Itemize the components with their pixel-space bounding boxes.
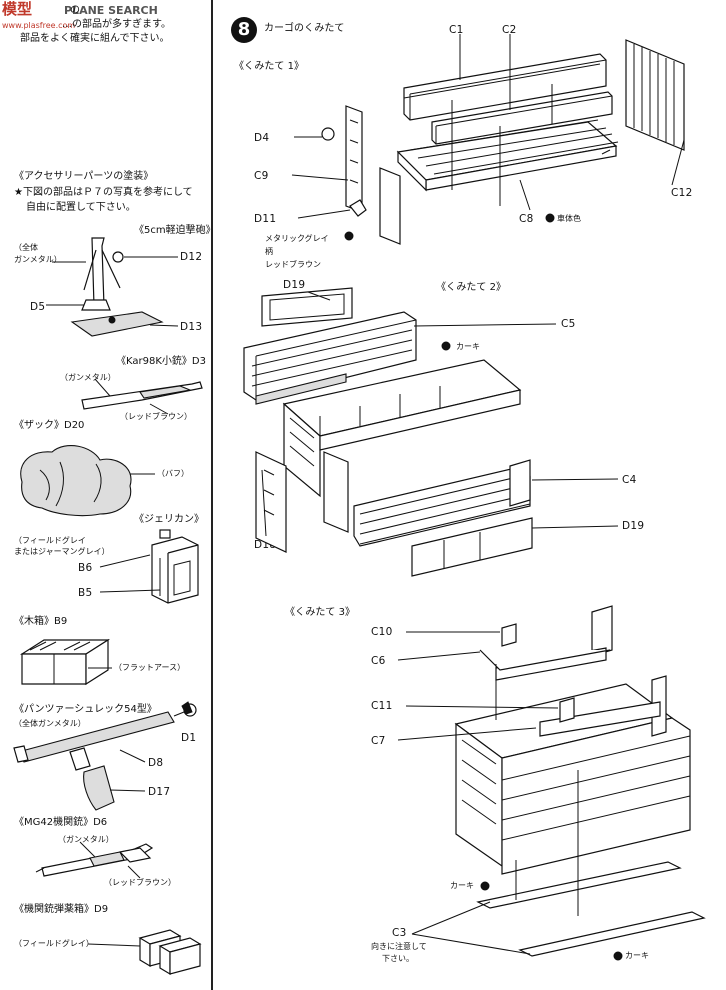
- panzerschreck-illustration: [13, 701, 197, 811]
- label-C8-color: 車体色: [557, 214, 581, 223]
- mg42-title: 《MG42機関銃》D6: [14, 817, 108, 828]
- label-C6: C6: [371, 655, 386, 667]
- paint-handle: 柄: [265, 247, 273, 256]
- mg42-color-1: （ガンメタル）: [58, 835, 114, 844]
- watermark-brand-en: PLANE SEARCH: [64, 4, 158, 17]
- crate-illustration: [19, 638, 112, 686]
- part-D13: D13: [180, 321, 203, 333]
- part-D5: D5: [30, 301, 46, 313]
- label-D19-top: D19: [283, 279, 306, 291]
- jerrycan-illustration: [99, 529, 199, 604]
- mortar-title: 《5cm軽迫撃砲》: [134, 225, 216, 236]
- part-D12: D12: [180, 251, 203, 263]
- sub1-title: 《くみたて 1》: [234, 61, 304, 72]
- part-D8: D8: [148, 757, 164, 769]
- panzer-color: （全体ガンメタル）: [14, 719, 86, 728]
- sub1-illustration: [291, 34, 685, 245]
- part-D17: D17: [148, 786, 171, 798]
- paint-metallic-grey: メタリックグレイ: [265, 234, 329, 243]
- label-D11: D11: [254, 213, 277, 225]
- intro-line-2: …の部品が多すぎます。: [62, 19, 171, 30]
- sack-color: （バフ）: [157, 469, 189, 478]
- accessory-note-1: ★下図の部品はＰ７の写真を参考にして: [14, 187, 193, 198]
- intro-line-1: の: [70, 5, 80, 16]
- label-C12: C12: [671, 187, 693, 199]
- label-C10: C10: [371, 626, 393, 638]
- rifle-title: 《Kar98K小銃》D3: [116, 356, 206, 367]
- label-D4: D4: [254, 132, 270, 144]
- jerrycan-color-1: （フィールドグレイ: [14, 536, 86, 545]
- sack-title: 《ザック》D20: [14, 420, 85, 431]
- ammo-title: 《機関銃弾薬箱》D9: [14, 904, 109, 915]
- c3-note-1: 向きに注意して: [371, 942, 427, 951]
- intro-line-3: 部品をよく確実に組んで下さい。: [20, 33, 170, 44]
- column-divider: [211, 0, 213, 990]
- mortar-illustration: [46, 237, 179, 337]
- paint-red-brown: レッドブラウン: [265, 260, 321, 269]
- watermark-brand: 模型: [2, 0, 33, 18]
- panzer-title: 《パンツァーシュレック54型》: [14, 704, 157, 715]
- rifle-color-1: （ガンメタル）: [60, 373, 116, 382]
- paint-khaki-c3-bottom: カーキ: [625, 951, 649, 960]
- part-B5: B5: [78, 587, 93, 599]
- accessory-title: 《アクセサリーパーツの塗装》: [14, 171, 154, 182]
- label-C4: C4: [622, 474, 637, 486]
- mortar-color-2: ガンメタル）: [14, 255, 62, 264]
- sub3-title: 《くみたて 3》: [285, 607, 355, 618]
- paint-khaki-c5: カーキ: [456, 342, 480, 351]
- jerrycan-title: 《ジェリカン》: [134, 514, 204, 525]
- sack-illustration: [20, 445, 155, 517]
- label-C3: C3: [392, 927, 407, 939]
- sub2-title: 《くみたて 2》: [436, 282, 506, 293]
- part-D1: D1: [181, 732, 197, 744]
- mortar-color-1: （全体: [14, 243, 38, 252]
- sub2-illustration: [243, 287, 619, 577]
- jerrycan-color-2: またはジャーマングレイ）: [14, 547, 110, 556]
- label-C8: C8: [519, 213, 534, 225]
- ammo-box-illustration: [87, 929, 202, 976]
- step-title: カーゴのくみたて: [264, 23, 345, 34]
- mg42-illustration: [35, 841, 154, 879]
- c3-note-2: 下さい。: [382, 954, 414, 963]
- crate-color: （フラットアース）: [114, 663, 186, 672]
- sub3-illustration: [397, 605, 706, 961]
- label-C7: C7: [371, 735, 386, 747]
- rifle-illustration: [81, 378, 203, 415]
- label-C5: C5: [561, 318, 576, 330]
- rifle-color-2: （レッドブラウン）: [120, 412, 192, 421]
- label-C2: C2: [502, 24, 517, 36]
- crate-title: 《木箱》B9: [14, 616, 68, 627]
- part-B6: B6: [78, 562, 93, 574]
- label-C9: C9: [254, 170, 269, 182]
- mg42-color-2: （レッドブラウン）: [104, 878, 176, 887]
- paint-khaki-c3-top: カーキ: [450, 881, 474, 890]
- step-number-badge: 8: [231, 17, 257, 43]
- label-D18: D18: [254, 539, 277, 551]
- label-C1: C1: [449, 24, 464, 36]
- label-D19-bottom: D19: [622, 520, 645, 532]
- watermark-url: www.plasfree.com: [2, 21, 76, 30]
- label-C11: C11: [371, 700, 393, 712]
- ammo-color: （フィールドグレイ）: [14, 939, 94, 948]
- accessory-note-2: 自由に配置して下さい。: [26, 202, 136, 213]
